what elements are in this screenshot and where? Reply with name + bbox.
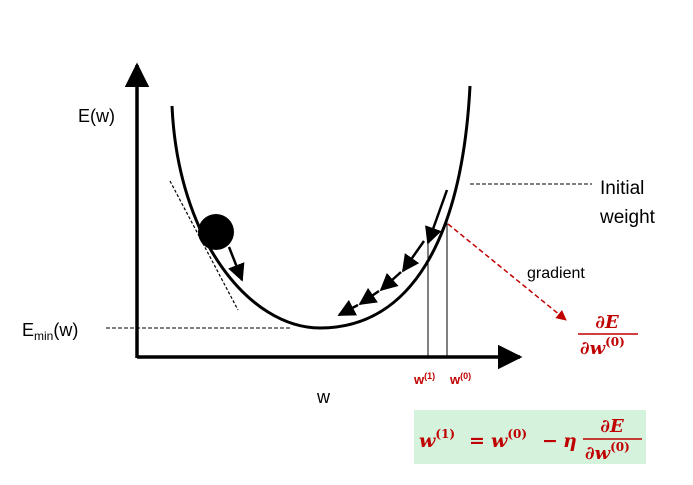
w1-sup: (1) bbox=[424, 371, 435, 381]
tangent-dashed-line bbox=[169, 180, 239, 311]
update-lhs-sup: (1) bbox=[435, 427, 455, 441]
w0-sup: (0) bbox=[460, 371, 471, 381]
ball-descent-arrow bbox=[227, 246, 245, 282]
descent-step-arrow bbox=[379, 271, 402, 292]
update-rule-equals: = bbox=[469, 430, 485, 452]
descent-step-arrow bbox=[425, 189, 449, 245]
update-denominator-sup: (0) bbox=[610, 440, 630, 454]
gradient-fraction: ∂E ∂w(0) bbox=[578, 312, 638, 359]
update-rule-rhs: w(0) bbox=[491, 427, 527, 452]
w1-base: w bbox=[413, 372, 425, 387]
y-axis-label: E(w) bbox=[78, 106, 115, 126]
gradient-denominator-sup: (0) bbox=[605, 335, 625, 349]
x-axis-label: w bbox=[316, 387, 331, 407]
emin-subscript: min bbox=[34, 329, 53, 343]
update-rule-minus: − bbox=[542, 430, 558, 452]
emin-label: Emin(w) bbox=[22, 320, 78, 343]
gradient-arrow bbox=[447, 223, 567, 321]
update-lhs-base: w bbox=[419, 430, 436, 452]
update-rule: w(1) = w(0) − η ∂E ∂w(0) bbox=[419, 416, 642, 464]
update-rule-box bbox=[414, 410, 646, 464]
gradient-denominator-base: ∂w bbox=[580, 338, 607, 359]
gradient-label: gradient bbox=[527, 265, 585, 282]
update-rule-lhs: w(1) bbox=[419, 427, 455, 452]
update-rule-denominator: ∂w(0) bbox=[585, 440, 630, 464]
update-rule-numerator: ∂E bbox=[600, 416, 624, 437]
gradient-denominator: ∂w(0) bbox=[580, 335, 625, 359]
ball-marker bbox=[198, 214, 234, 250]
descent-step-arrow bbox=[401, 240, 426, 273]
emin-tail: (w) bbox=[53, 320, 78, 340]
descent-step-arrow bbox=[337, 299, 359, 317]
initial-weight-label-line1: Initial bbox=[600, 178, 644, 199]
w1-label: w(1) bbox=[413, 371, 435, 387]
error-curve bbox=[170, 85, 472, 330]
descent-step-arrow bbox=[358, 287, 380, 306]
w0-label: w(0) bbox=[449, 371, 471, 387]
update-denominator-base: ∂w bbox=[585, 443, 612, 464]
emin-main: E bbox=[22, 320, 34, 340]
update-rhs-base: w bbox=[491, 430, 508, 452]
initial-weight-label-line2: weight bbox=[599, 207, 656, 228]
w0-base: w bbox=[449, 372, 461, 387]
update-rhs-sup: (0) bbox=[507, 427, 527, 441]
gradient-numerator: ∂E bbox=[595, 312, 619, 333]
learning-rate-eta: η bbox=[563, 430, 577, 452]
